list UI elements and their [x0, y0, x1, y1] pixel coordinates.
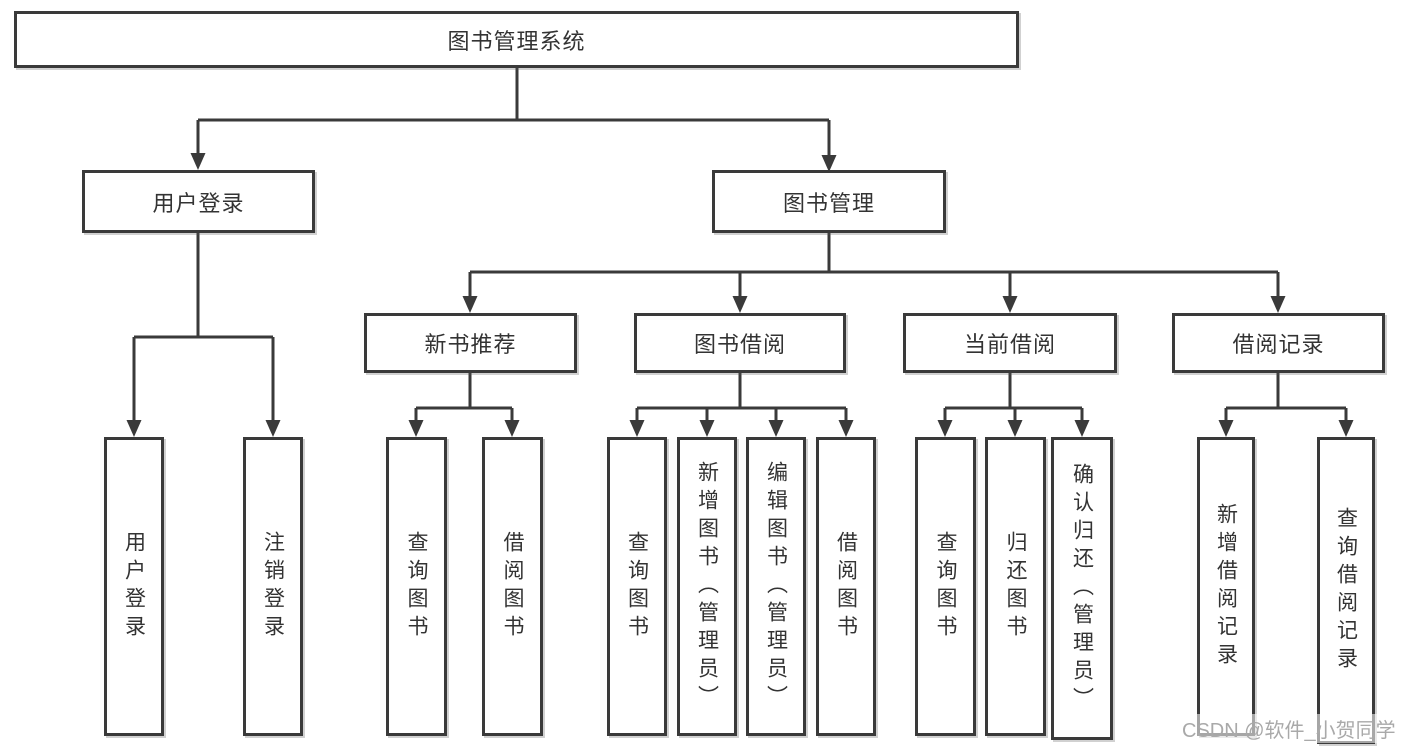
leaf-edit-books-admin: 编辑图书（管理员）	[746, 437, 806, 736]
leaf-user-login: 用户登录	[104, 437, 164, 736]
leaf-confirm-return-admin: 确认归还（管理员）	[1051, 437, 1113, 740]
leaf-add-borrow-record: 新增借阅记录	[1197, 437, 1255, 736]
node-borrow-record: 借阅记录	[1172, 313, 1385, 373]
node-root: 图书管理系统	[14, 11, 1019, 68]
leaf-add-books-admin: 新增图书（管理员）	[677, 437, 737, 736]
node-user-login: 用户登录	[82, 170, 315, 233]
leaf-query-borrow-record: 查询借阅记录	[1317, 437, 1375, 744]
leaf-borrow-books: 借阅图书	[816, 437, 876, 736]
leaf-query-books-current: 查询图书	[915, 437, 976, 736]
leaf-logout: 注销登录	[243, 437, 303, 736]
leaf-query-books-recommend: 查询图书	[386, 437, 447, 736]
leaf-borrow-books-recommend: 借阅图书	[482, 437, 543, 736]
csdn-watermark: CSDN @软件_小贺同学	[1180, 714, 1398, 743]
node-book-borrow: 图书借阅	[634, 313, 846, 373]
leaf-query-books-borrow: 查询图书	[607, 437, 667, 736]
node-new-book-recommend: 新书推荐	[364, 313, 577, 373]
node-book-management: 图书管理	[712, 170, 946, 233]
node-current-borrow: 当前借阅	[903, 313, 1117, 373]
leaf-return-books: 归还图书	[985, 437, 1046, 736]
